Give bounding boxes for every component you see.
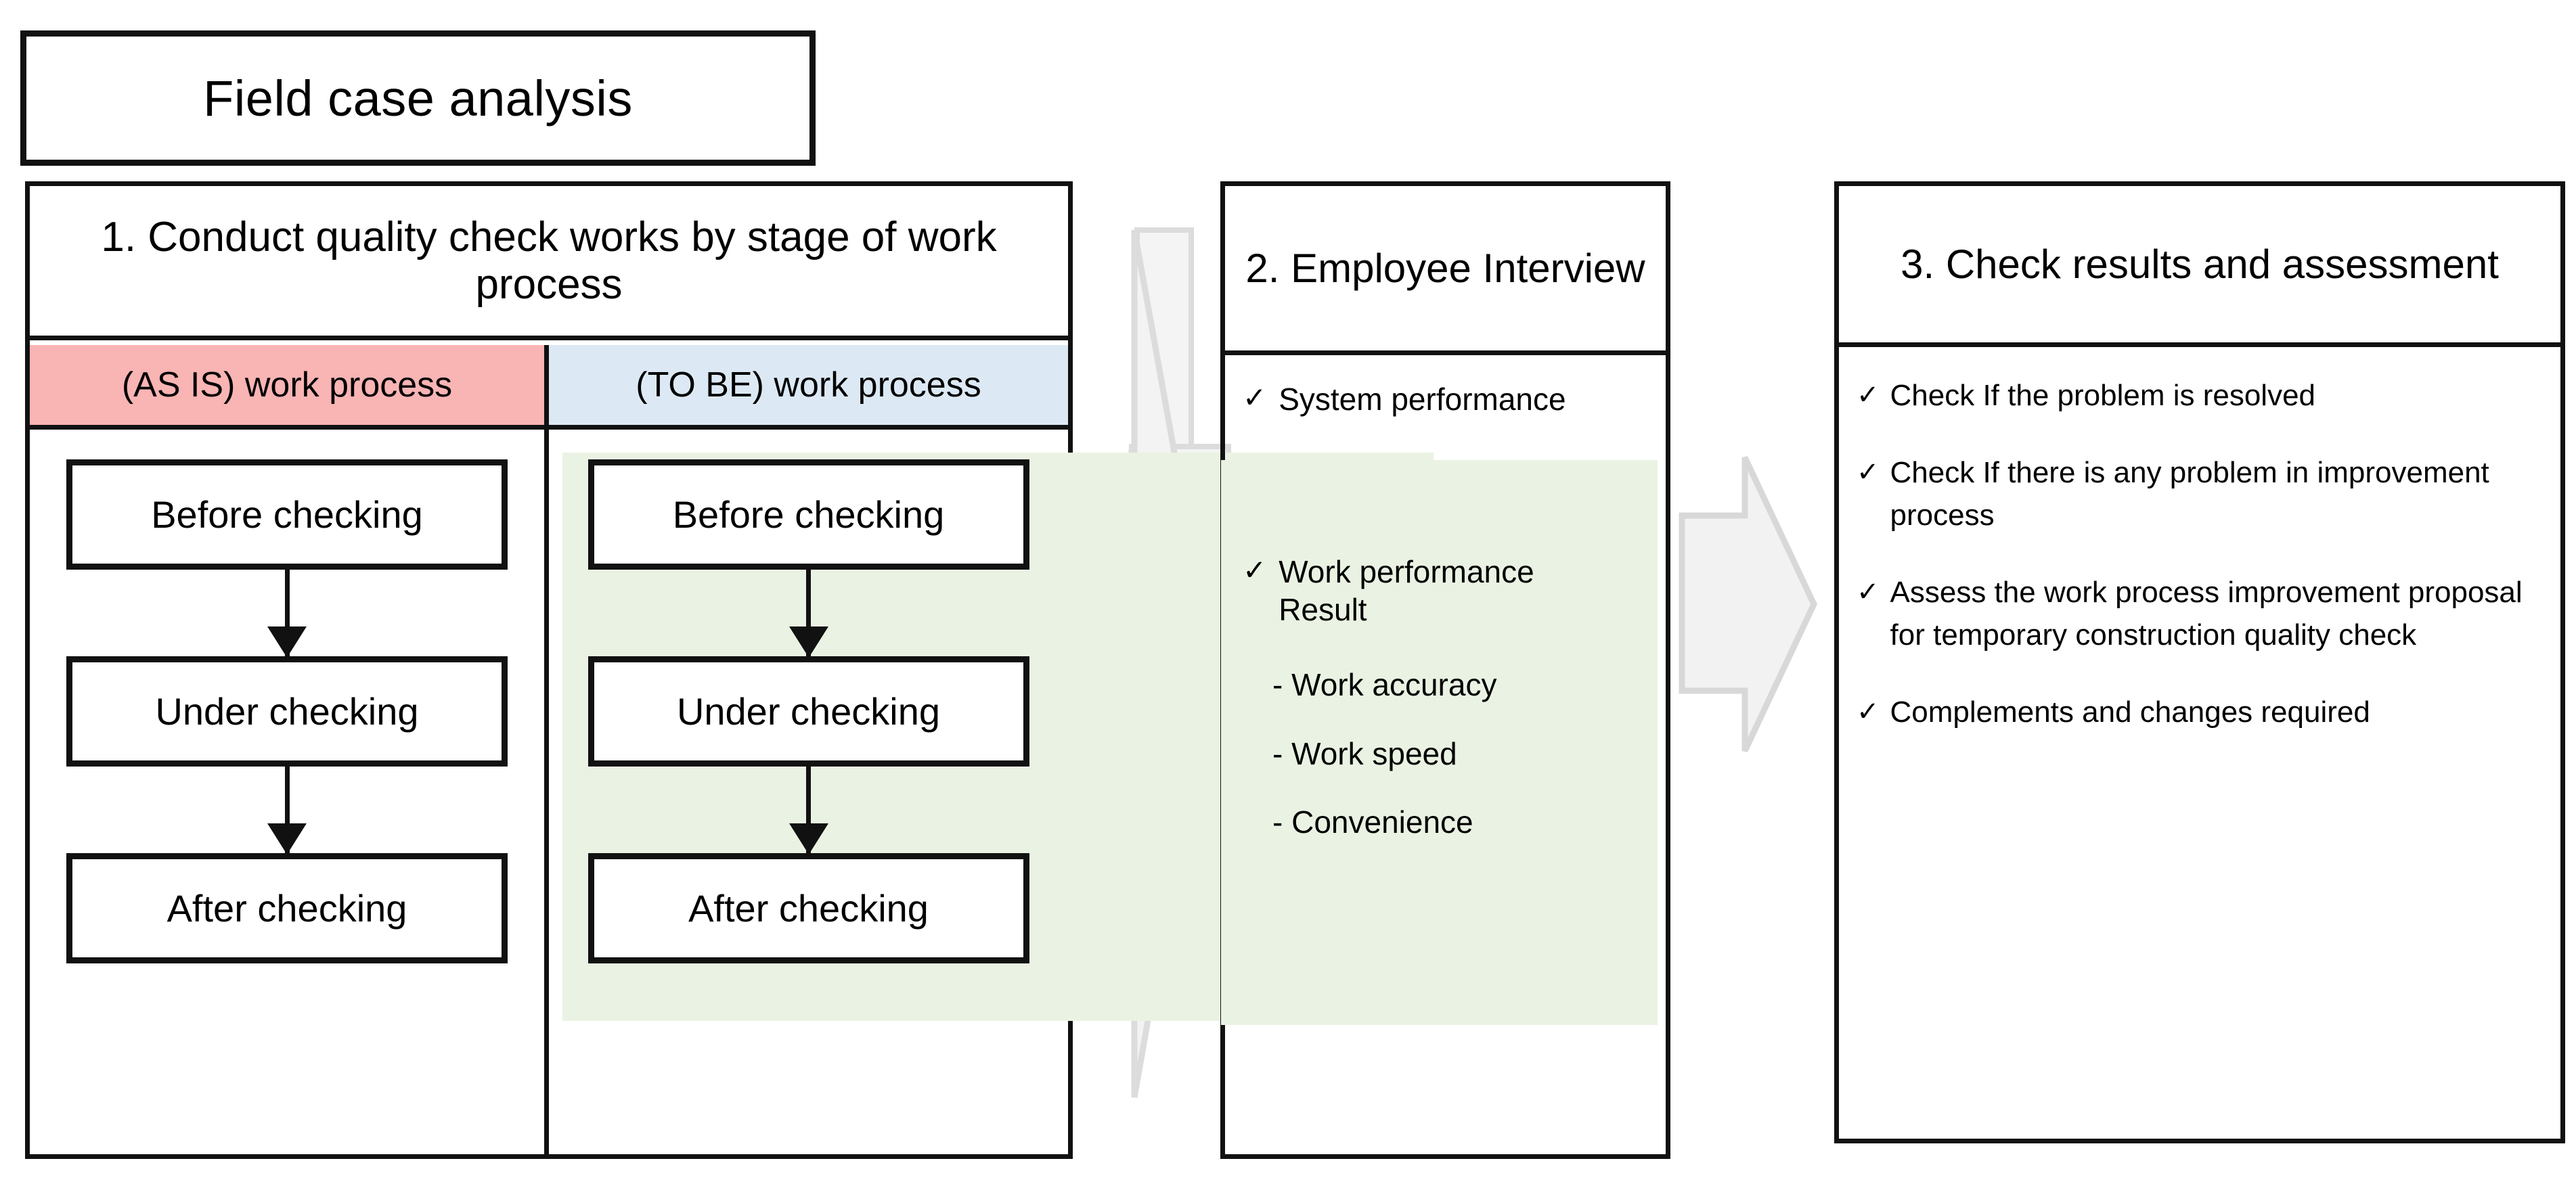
as-is-arrow-2-line [284, 767, 290, 853]
panel-conduct-quality-check: 1. Conduct quality check works by stage … [25, 181, 1434, 1159]
to-be-column: (TO BE) work process Before checking [549, 345, 1434, 1154]
as-is-step-2: Under checking [66, 656, 508, 767]
dash-icon: - [1272, 804, 1283, 840]
as-is-step-1-label: Before checking [151, 493, 423, 536]
to-be-step-2-label: Under checking [676, 690, 941, 733]
to-be-step-1: Before checking [587, 459, 1029, 570]
dash-icon: - [1272, 667, 1283, 703]
to-be-step-2: Under checking [587, 656, 1029, 767]
to-be-step-1-label: Before checking [672, 493, 945, 536]
check-icon: ✓ [1857, 697, 1880, 727]
list-item: ✓ Check If the problem is resolved [1857, 375, 2540, 417]
to-be-header: (TO BE) work process [549, 345, 1068, 430]
panel-2-list: ✓ System performance ✓ Work performance … [1225, 360, 1666, 841]
list-item: - Work accuracy [1272, 666, 1651, 704]
list-item: - Work speed [1272, 735, 1651, 773]
to-be-step-3-label: After checking [688, 887, 929, 930]
as-is-step-3: After checking [66, 853, 508, 963]
check-icon: ✓ [1857, 577, 1880, 608]
as-is-arrow-1-icon [267, 570, 307, 658]
dash-icon: - [1272, 735, 1283, 771]
list-item: ✓ Work performance Result [1243, 553, 1651, 629]
list-item-label: Check If the problem is resolved [1890, 379, 2316, 412]
list-item: ✓ Assess the work process improvement pr… [1857, 572, 2540, 656]
list-item-label: Assess the work process improvement prop… [1890, 576, 2523, 652]
to-be-arrow-2-icon [789, 767, 828, 854]
list-item-label: Check If there is any problem in improve… [1890, 456, 2489, 532]
check-icon: ✓ [1857, 457, 1880, 488]
panel-1-columns: (AS IS) work process Before checking Und… [30, 345, 1434, 1154]
panel-1-header: 1. Conduct quality check works by stage … [30, 186, 1068, 340]
list-item-label: System performance [1279, 382, 1566, 417]
panel-3-header: 3. Check results and assessment [1839, 186, 2560, 347]
as-is-header: (AS IS) work process [30, 345, 544, 430]
panel-1-heading: 1. Conduct quality check works by stage … [101, 214, 997, 308]
as-is-arrow-1-head [267, 626, 307, 658]
list-item-label: Work speed [1291, 735, 1457, 771]
list-item-label: Work performance Result [1279, 554, 1534, 628]
panel-2-spacer [1243, 428, 1651, 553]
as-is-arrow-1-line [284, 570, 290, 656]
panel-employee-interview: 2. Employee Interview ✓ System performan… [1220, 181, 1670, 1159]
panel-2-heading: 2. Employee Interview [1245, 245, 1645, 291]
to-be-header-label: (TO BE) work process [636, 365, 981, 405]
as-is-header-label: (AS IS) work process [121, 365, 453, 405]
panel-3-heading: 3. Check results and assessment [1901, 241, 2499, 287]
as-is-step-1: Before checking [66, 459, 508, 570]
as-is-flow: Before checking Under checking [30, 459, 544, 963]
to-be-arrow-2-head [789, 823, 828, 854]
to-be-arrow-1-head [789, 626, 828, 658]
list-item: ✓ System performance [1243, 380, 1651, 418]
diagram-title-box: Field case analysis [20, 30, 816, 166]
panel-check-results-assessment: 3. Check results and assessment ✓ Check … [1834, 181, 2565, 1143]
as-is-arrow-2-head [267, 823, 307, 854]
to-be-arrow-2-line [806, 767, 811, 853]
panel-2-spacer-4 [1243, 773, 1651, 804]
to-be-arrow-1-line [806, 570, 811, 656]
as-is-step-3-label: After checking [166, 887, 407, 930]
list-item-label: Work accuracy [1291, 667, 1497, 703]
check-icon: ✓ [1857, 380, 1880, 410]
to-be-flow: Before checking Under checking [549, 459, 1068, 963]
list-item: - Convenience [1272, 804, 1651, 841]
arrow-2-shape-icon [1679, 456, 1817, 752]
check-icon: ✓ [1243, 382, 1267, 413]
list-item: ✓ Check If there is any problem in impro… [1857, 452, 2540, 537]
as-is-step-2-label: Under checking [155, 690, 419, 733]
panel-2-spacer-2 [1243, 638, 1651, 666]
diagram-title: Field case analysis [203, 70, 633, 127]
panel-2-highlight-band [1221, 460, 1658, 1025]
to-be-arrow-1-icon [789, 570, 828, 658]
list-item-label: Convenience [1291, 804, 1473, 840]
list-item-label: Complements and changes required [1890, 695, 2370, 729]
panel-2-spacer-3 [1243, 704, 1651, 735]
as-is-flow-wrapper: Before checking Under checking [30, 430, 544, 963]
panel-3-body: ✓ Check If the problem is resolved ✓ Che… [1839, 352, 2560, 1139]
panel-2-header: 2. Employee Interview [1225, 186, 1666, 355]
to-be-step-3: After checking [587, 853, 1029, 963]
check-icon: ✓ [1243, 554, 1267, 587]
panel-2-body: ✓ System performance ✓ Work performance … [1221, 360, 1666, 1154]
as-is-arrow-2-icon [267, 767, 307, 854]
list-item: ✓ Complements and changes required [1857, 691, 2540, 733]
as-is-column: (AS IS) work process Before checking Und… [30, 345, 549, 1154]
to-be-flow-wrapper: Before checking Under checking [549, 430, 1434, 1021]
